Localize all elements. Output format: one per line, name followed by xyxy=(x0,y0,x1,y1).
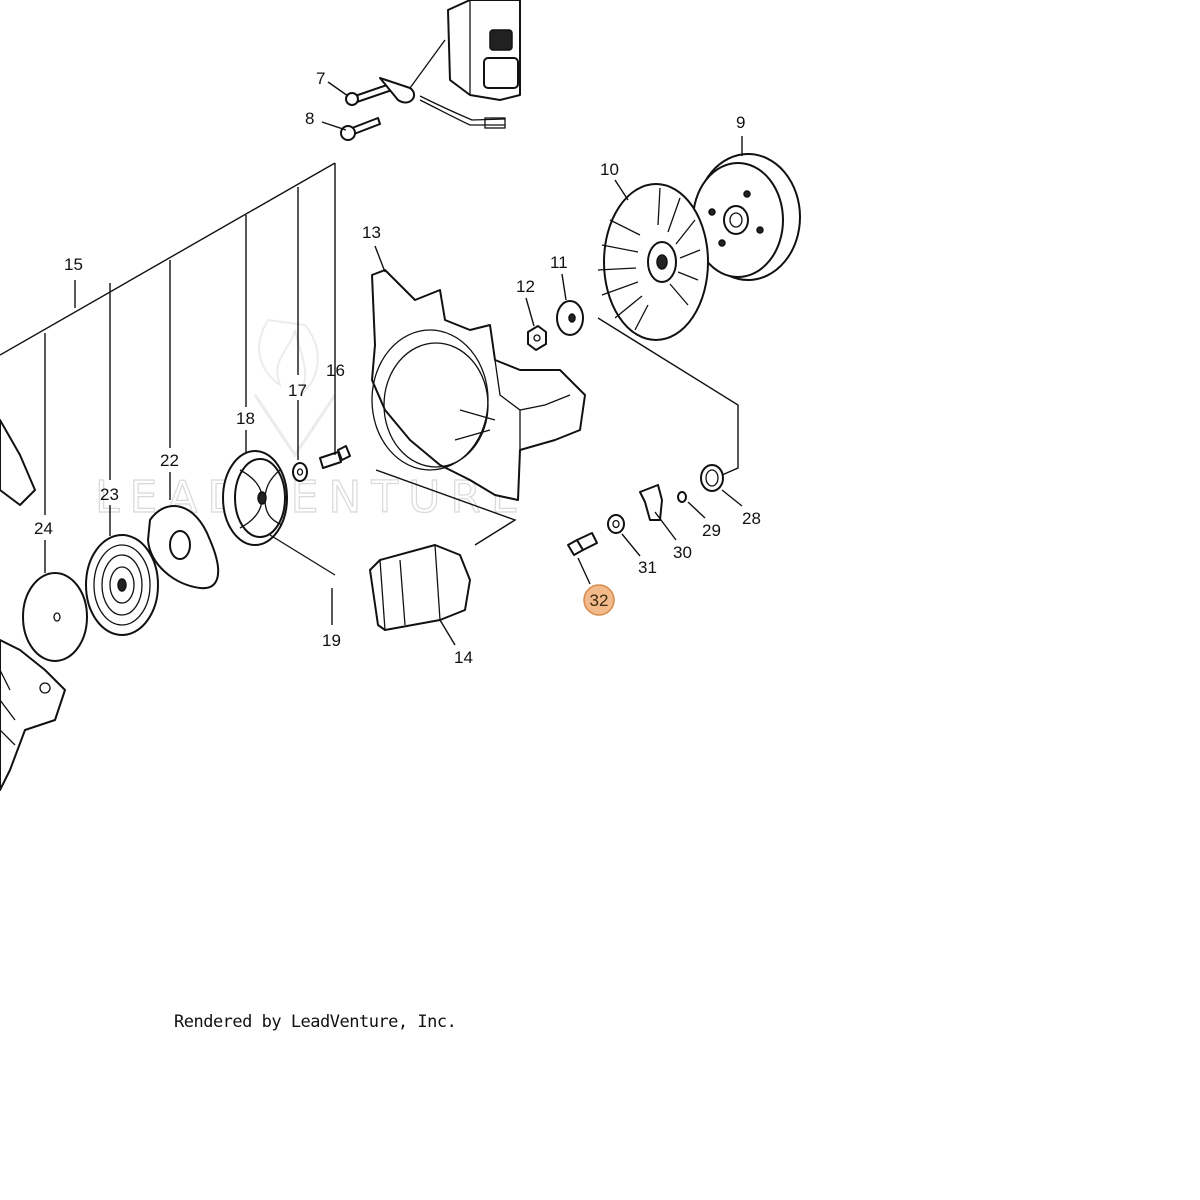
part-10-fan xyxy=(597,183,709,341)
callout-15[interactable]: 15 xyxy=(64,255,83,274)
part-17-washer xyxy=(292,462,308,482)
part-12-nut xyxy=(527,325,547,351)
callout-32-highlight[interactable]: 32 xyxy=(583,584,615,616)
part-14-cover xyxy=(369,544,471,631)
callout-16[interactable]: 16 xyxy=(326,361,345,380)
part-32-screw xyxy=(567,532,598,556)
callout-14[interactable]: 14 xyxy=(454,648,473,667)
callout-24[interactable]: 24 xyxy=(34,519,53,538)
callout-10[interactable]: 10 xyxy=(600,160,619,179)
callout-31[interactable]: 31 xyxy=(638,558,657,577)
part-31-washer xyxy=(607,514,625,534)
callout-7[interactable]: 7 xyxy=(316,69,325,88)
part-7-screw xyxy=(345,39,446,106)
part-13-fan-housing xyxy=(371,269,586,501)
part-23-spring xyxy=(85,534,159,636)
part-19-rope xyxy=(269,534,336,576)
part-30-pawl xyxy=(639,484,663,521)
callout-32[interactable]: 32 xyxy=(590,591,609,610)
callout-18[interactable]: 18 xyxy=(236,409,255,428)
callout-30[interactable]: 30 xyxy=(673,543,692,562)
part-28-bearing xyxy=(700,464,724,492)
callout-19[interactable]: 19 xyxy=(322,631,341,650)
leader-lines xyxy=(0,81,743,646)
part-8-screw xyxy=(340,117,381,141)
handle-housing xyxy=(419,0,521,129)
part-16-screw xyxy=(319,445,351,469)
callout-17[interactable]: 17 xyxy=(288,381,307,400)
part-24-disc xyxy=(22,572,88,662)
part-9-disc xyxy=(692,153,801,281)
callout-8[interactable]: 8 xyxy=(305,109,314,128)
callout-11[interactable]: 11 xyxy=(550,253,568,272)
part-22-plate xyxy=(147,505,220,590)
watermark-logo xyxy=(253,318,337,458)
callout-23[interactable]: 23 xyxy=(100,485,119,504)
callout-labels: 7 8 9 10 11 12 13 14 15 16 17 18 19 22 2… xyxy=(34,69,761,667)
callout-9[interactable]: 9 xyxy=(736,113,745,132)
part-29-washer xyxy=(677,491,687,503)
callout-28[interactable]: 28 xyxy=(742,509,761,528)
part-18-pulley xyxy=(222,450,288,546)
callout-13[interactable]: 13 xyxy=(362,223,381,242)
left-housing-fragment xyxy=(0,419,66,791)
part-11-washer xyxy=(556,300,584,336)
callout-22[interactable]: 22 xyxy=(160,451,179,470)
render-credit: Rendered by LeadVenture, Inc. xyxy=(174,1012,457,1032)
highlight-badge[interactable] xyxy=(583,584,615,616)
callout-29[interactable]: 29 xyxy=(702,521,721,540)
callout-12[interactable]: 12 xyxy=(516,277,535,296)
